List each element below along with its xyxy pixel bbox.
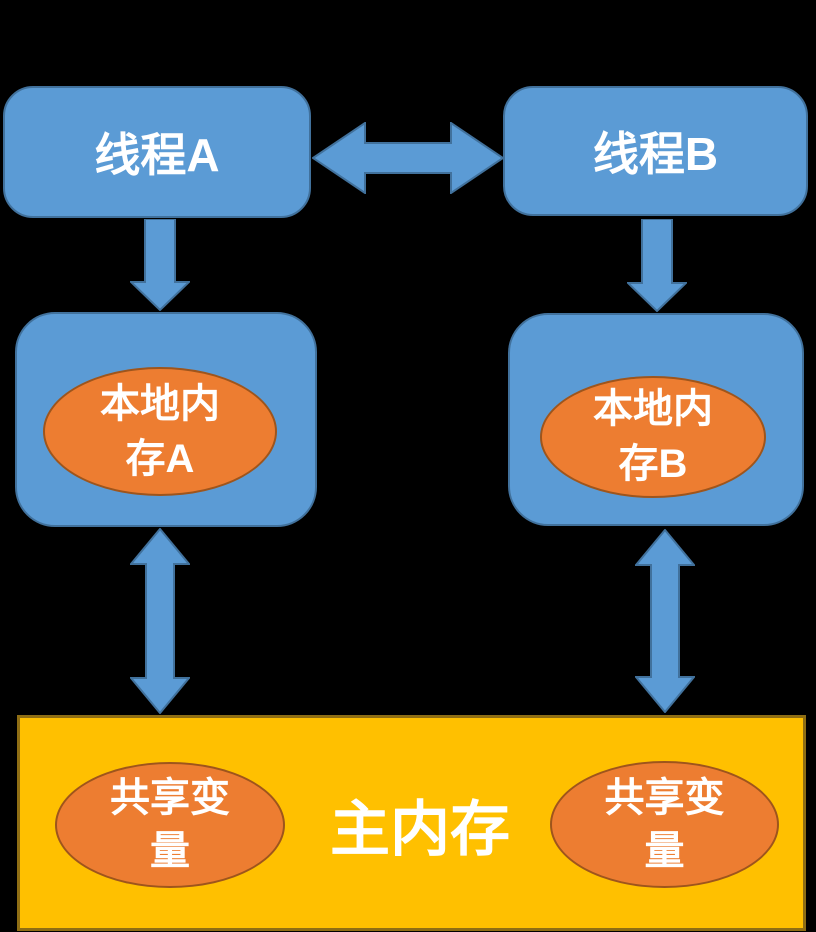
local-a-main-memory-bidirectional-arrow <box>130 528 190 714</box>
local-memory-b-label-line1: 本地内 <box>593 387 713 431</box>
local-memory-b-ellipse: 本地内 存B <box>540 376 766 498</box>
thread-a-thread-b-bidirectional-arrow <box>312 122 504 194</box>
thread-a-box: 线程A <box>3 86 311 218</box>
thread-b-label: 线程B <box>592 128 719 180</box>
shared-variable-left-ellipse: 共享变 量 <box>55 762 285 888</box>
local-b-main-memory-bidirectional-arrow <box>635 529 695 713</box>
shared-variable-right-line2: 量 <box>644 828 685 873</box>
local-memory-b-label-line2: 存B <box>618 442 688 486</box>
shared-variable-left-line1: 共享变 <box>110 776 230 820</box>
thread-b-box: 线程B <box>503 86 808 216</box>
local-memory-a-label-line1: 本地内 <box>100 381 220 426</box>
local-memory-a-label-line2: 存A <box>125 436 195 481</box>
thread-a-label: 线程A <box>94 129 220 181</box>
thread-a-to-local-a-arrow <box>130 219 190 311</box>
shared-variable-right-ellipse: 共享变 量 <box>550 761 779 888</box>
thread-b-to-local-b-arrow <box>627 219 687 312</box>
main-memory-label: 主内存 <box>330 795 510 863</box>
shared-variable-right-line1: 共享变 <box>604 775 725 820</box>
local-memory-a-ellipse: 本地内 存A <box>43 367 277 496</box>
shared-variable-left-line2: 量 <box>150 829 190 873</box>
